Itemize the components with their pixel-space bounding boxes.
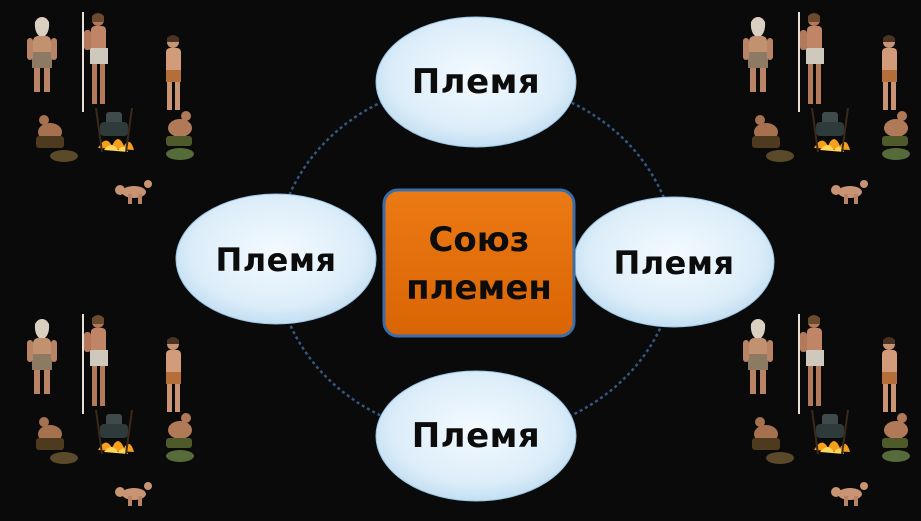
primitive-people-bottom-left [26, 313, 195, 507]
node-left-shape [175, 193, 377, 325]
node-top-label: Племя [411, 62, 541, 102]
node-right-label: Племя [613, 244, 735, 282]
center-label: Союз племен [386, 194, 572, 334]
primitive-people-top-left [26, 11, 195, 205]
primitive-people-top-right [742, 11, 911, 205]
node-top-shape [375, 16, 577, 148]
node-left-label: Племя [215, 241, 337, 279]
center-label-line2: племен [406, 268, 552, 308]
node-bottom-label: Племя [411, 416, 541, 456]
center-box [382, 188, 576, 338]
center-label-line1: Союз [428, 220, 530, 260]
node-bottom-shape [375, 370, 577, 502]
primitive-people-bottom-right [742, 313, 911, 507]
